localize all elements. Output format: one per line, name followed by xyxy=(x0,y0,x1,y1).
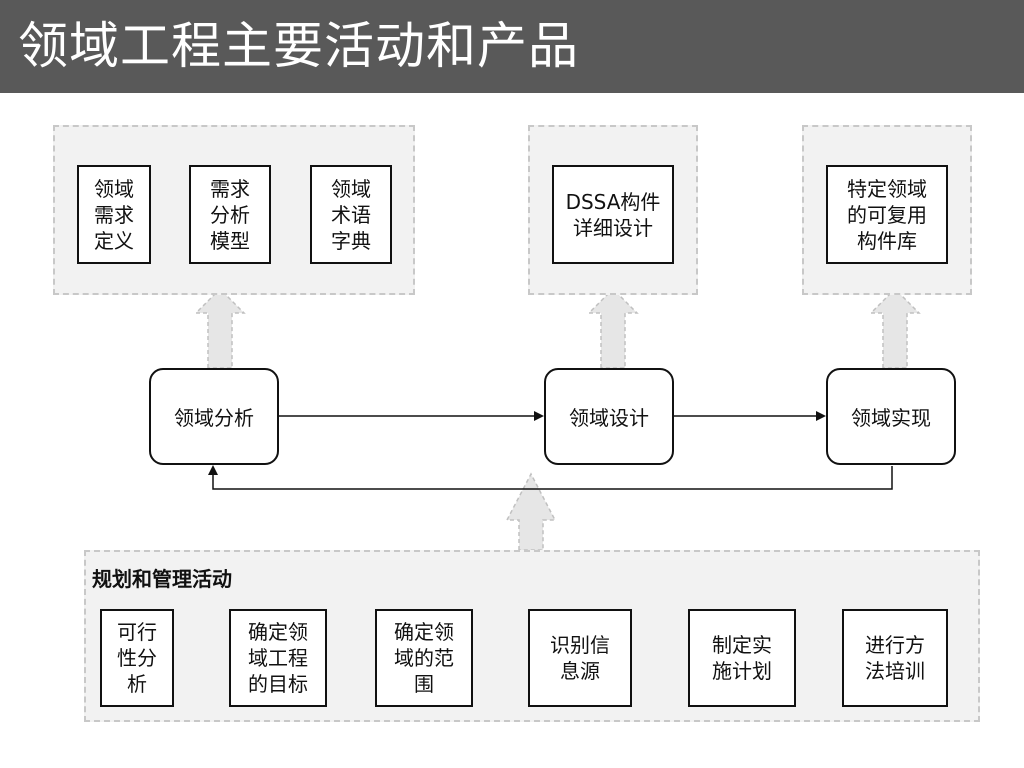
product-dssa-component-design: DSSA构件 详细设计 xyxy=(552,165,674,264)
activity-domain-analysis: 领域分析 xyxy=(149,368,279,465)
management-item-information-sources: 识别信 息源 xyxy=(528,609,632,707)
management-item-feasibility: 可行 性分 析 xyxy=(100,609,174,707)
block-arrow-management-up xyxy=(505,472,557,551)
product-domain-requirements-definition: 领域 需求 定义 xyxy=(77,165,151,264)
block-arrow-design-up xyxy=(587,287,639,369)
management-item-implementation-plan: 制定实 施计划 xyxy=(688,609,796,707)
activity-domain-implementation: 领域实现 xyxy=(826,368,956,465)
management-item-scope: 确定领 域的范 围 xyxy=(375,609,473,707)
management-item-method-training: 进行方 法培训 xyxy=(842,609,948,707)
block-arrow-analysis-up xyxy=(194,287,246,369)
arrow-analysis-to-design-head xyxy=(534,411,544,421)
slide-title: 领域工程主要活动和产品 xyxy=(18,17,579,75)
activity-domain-design: 领域设计 xyxy=(544,368,674,465)
product-domain-glossary: 领域 术语 字典 xyxy=(310,165,392,264)
feedback-arrow-head xyxy=(208,465,218,475)
product-reusable-component-library: 特定领域 的可复用 构件库 xyxy=(826,165,948,264)
product-requirements-analysis-model: 需求 分析 模型 xyxy=(189,165,271,264)
arrow-design-to-implementation-head xyxy=(816,411,826,421)
management-group-title: 规划和管理活动 xyxy=(92,567,232,591)
block-arrow-implementation-up xyxy=(869,287,921,369)
feedback-implementation-to-analysis xyxy=(212,466,893,490)
management-item-goals: 确定领 域工程 的目标 xyxy=(229,609,327,707)
title-bar: 领域工程主要活动和产品 xyxy=(0,0,1024,93)
